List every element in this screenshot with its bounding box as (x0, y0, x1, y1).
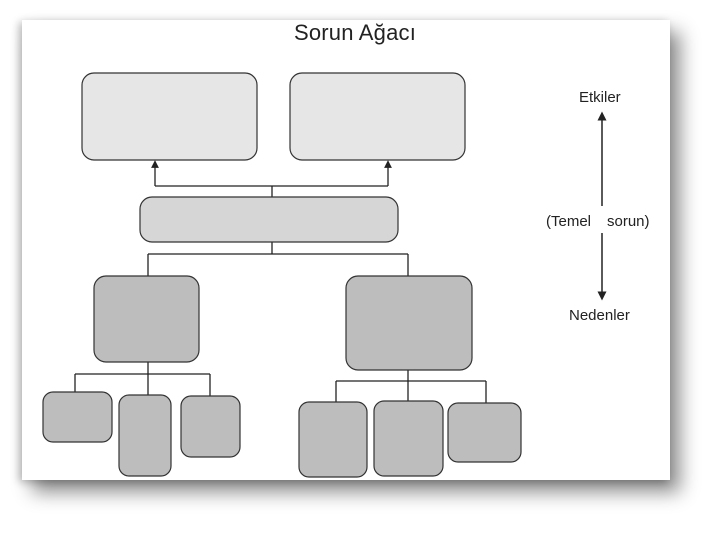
core-problem-box (139, 196, 399, 243)
causes-label: Nedenler (569, 307, 630, 324)
diagram-title: Sorun Ağacı (293, 20, 417, 45)
sub-cause-box (42, 391, 113, 443)
cause-box-right (345, 275, 473, 371)
effect-box-right (289, 72, 466, 161)
effect-box-left (81, 72, 258, 161)
sub-cause-box (298, 401, 368, 478)
sub-cause-box (180, 395, 241, 458)
sub-cause-box (373, 400, 444, 477)
cause-box-left (93, 275, 200, 363)
sub-cause-box (118, 394, 172, 477)
effects-label: Etkiler (579, 89, 621, 106)
core-problem-label-right: sorun) (607, 213, 650, 230)
connector-lines (74, 160, 487, 403)
core-problem-label-left: (Temel (546, 213, 592, 230)
sub-cause-box (447, 402, 522, 463)
